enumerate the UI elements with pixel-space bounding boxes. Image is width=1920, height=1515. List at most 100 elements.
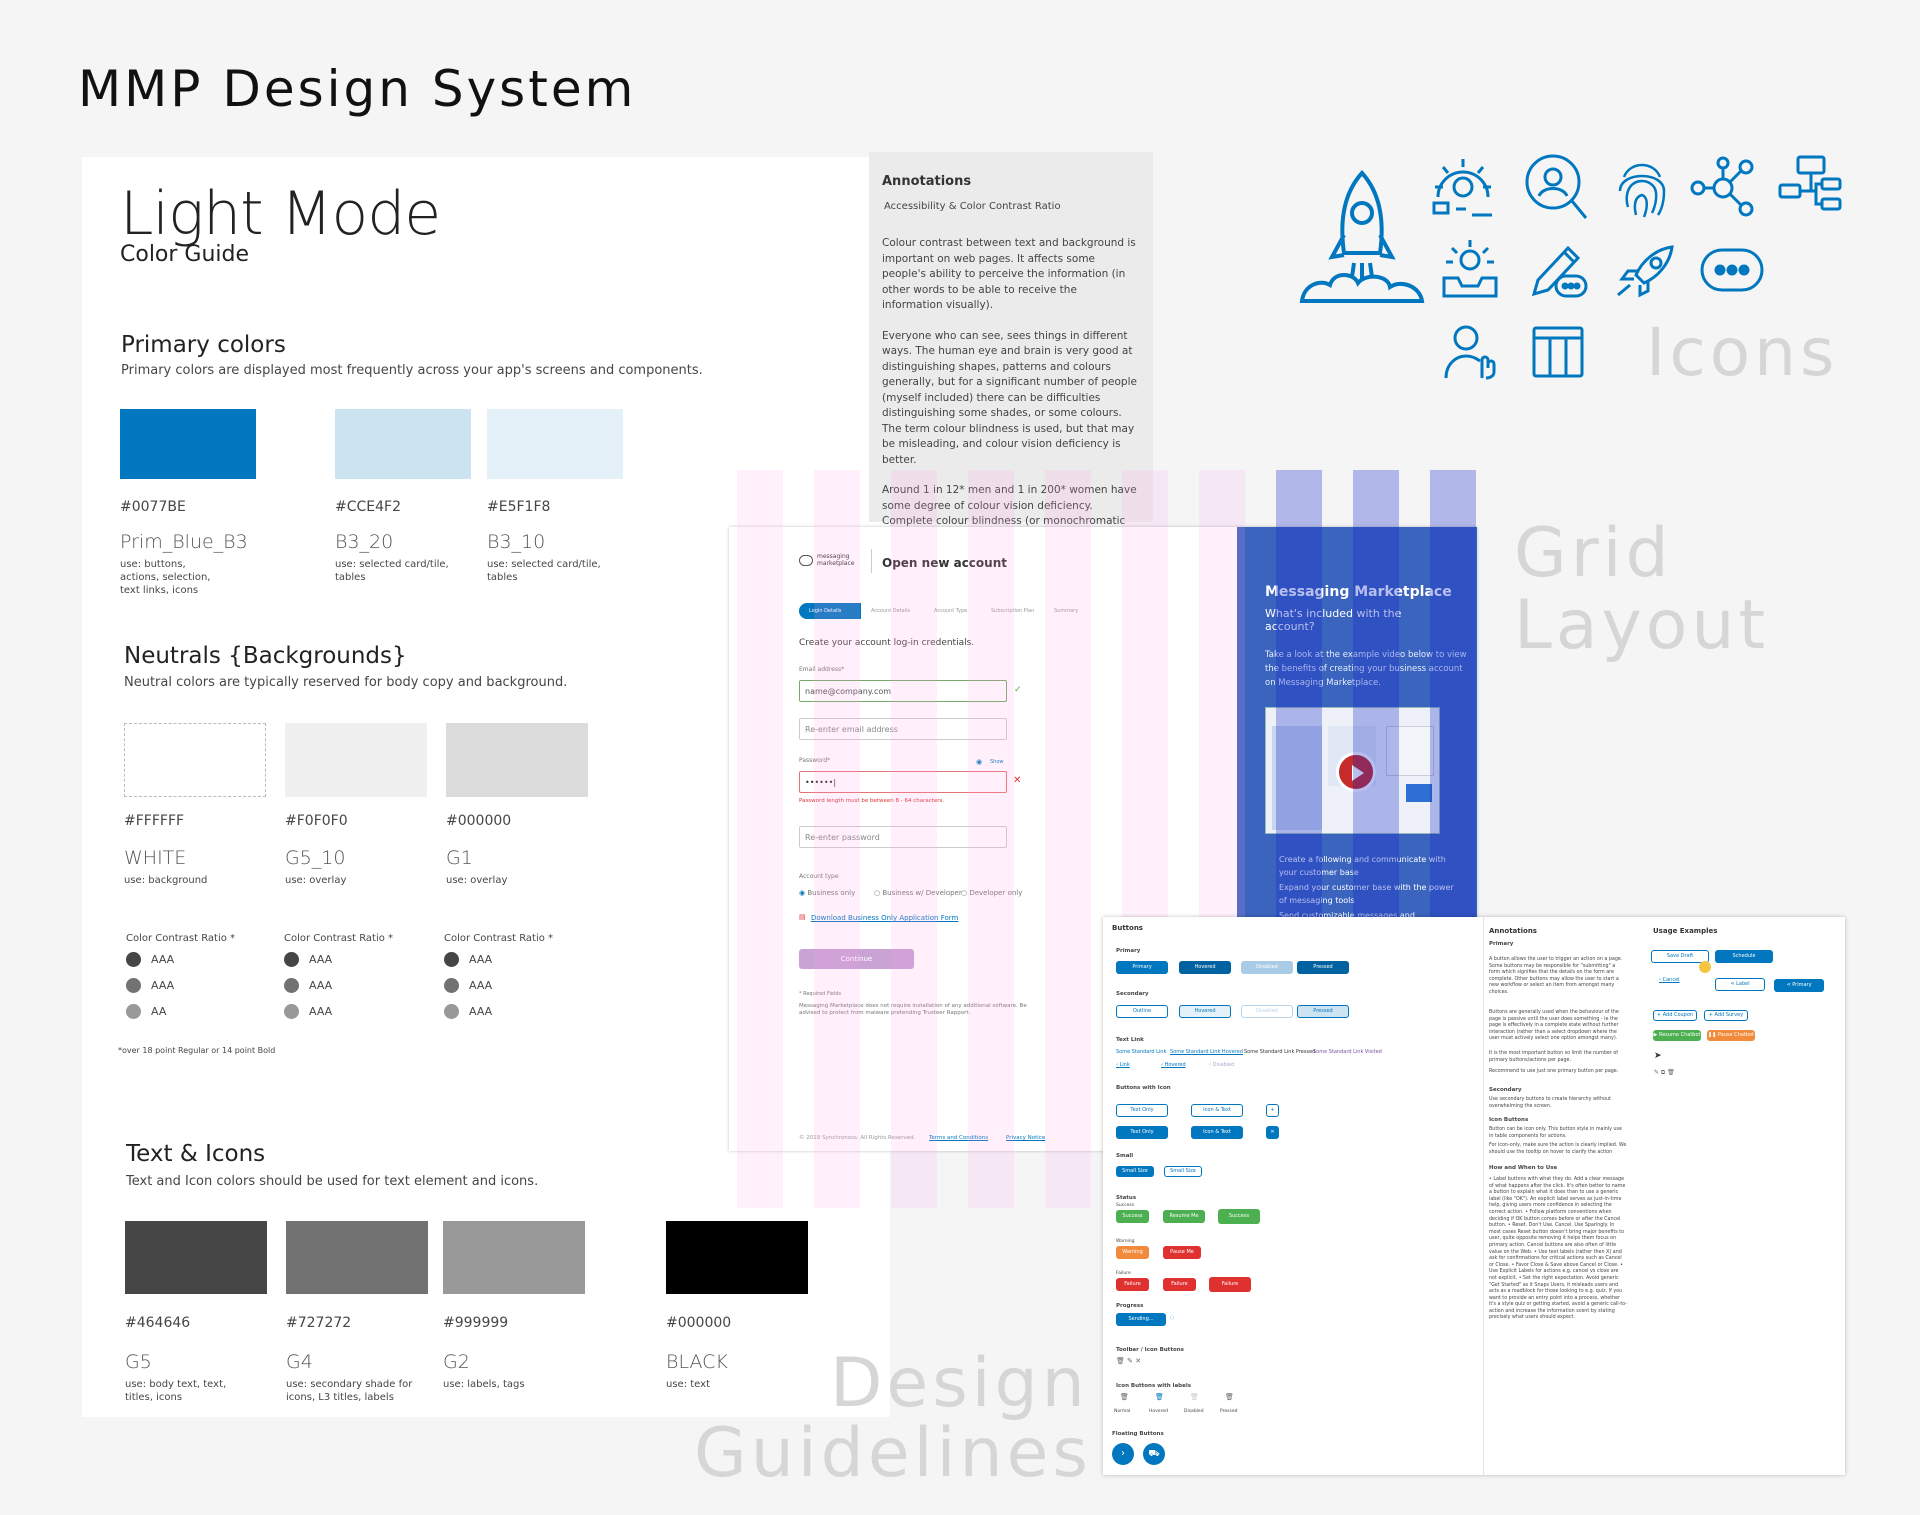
download-form-link[interactable]: Download Business Only Application Form [811,914,959,922]
step-active[interactable] [799,603,861,619]
disclaimer: Messaging Marketplace does not require i… [799,1003,1027,1016]
plus-icon[interactable]: + [1266,1104,1279,1117]
primary-hovered-button[interactable]: Hovered [1179,961,1231,974]
cancel-label: Cancel [1662,977,1680,983]
footer-copyright: © 2019 Synchronoss. All Rights Reserved. [799,1135,916,1141]
logo-top: messaging [817,553,850,560]
logo-bottom: marketplace [817,560,855,567]
radio-developer-only[interactable]: ○ Developer only [961,889,1022,897]
text-only-primary-button[interactable]: Text Only [1116,1126,1168,1139]
neutrals-desc: Neutral colors are typically reserved fo… [124,675,568,690]
resume-chatbot-button[interactable]: ▶ Resume Chatbot [1653,1030,1701,1041]
secondary-hovered-button[interactable]: Hovered [1179,1005,1231,1018]
failure-x-button[interactable]: Failure [1163,1278,1196,1291]
contrast-value: AA [151,1005,167,1018]
contrast-dot [444,952,459,967]
add-survey-button[interactable]: + Add Survey [1704,1010,1748,1021]
failure-button[interactable]: Failure [1116,1278,1149,1291]
eye-icon[interactable]: ◉ [976,758,983,766]
gear-tray-icon [1442,240,1498,298]
hex-label: #000000 [666,1315,732,1331]
back-link[interactable]: ‹ Link [1116,1062,1130,1068]
contrast-dot [126,952,141,967]
terms-link[interactable]: Terms and Conditions [929,1135,989,1141]
contrast-dot [284,952,299,967]
buttons-title: Buttons [1112,924,1143,932]
user-touch-icon [1444,325,1496,380]
primary-pressed-button[interactable]: Pressed [1297,961,1349,974]
icon-text-primary-button[interactable]: Icon & Text [1191,1126,1243,1139]
trash-icon[interactable]: 🗑 [1225,1393,1234,1401]
video-thumbnail[interactable] [1265,707,1440,834]
text-link-visited[interactable]: Some Standard Link Visited [1313,1049,1382,1055]
password-input[interactable]: ••••••| [799,771,1007,793]
logo-icon [799,555,813,566]
text-only-button[interactable]: Text Only [1116,1104,1168,1117]
success-check-button[interactable]: Success [1218,1209,1260,1224]
contrast-row: AAA [444,952,492,967]
fingerprint-icon [1618,163,1666,218]
pdf-icon: ▤ [799,913,806,921]
text-link-hovered[interactable]: Some Standard Link Hovered [1170,1049,1243,1055]
warning-button[interactable]: Warning [1116,1246,1149,1259]
usage-examples-title: Usage Examples [1653,927,1718,935]
email-label: Email address* [799,666,845,673]
resume-button[interactable]: Resume Me [1163,1210,1205,1223]
panel-divider [1483,917,1484,1475]
color-use: use: background [124,875,208,886]
show-password-link[interactable]: Show [990,759,1004,765]
text-link-pressed[interactable]: Some Standard Link Pressed [1244,1049,1316,1055]
text-icons-desc: Text and Icon colors should be used for … [126,1174,539,1189]
contrast-ratio-label: Color Contrast Ratio * [126,933,236,944]
page-title: MMP Design System [78,60,637,118]
send-icon[interactable]: ➤ [1654,1051,1662,1061]
add-coupon-button[interactable]: + Add Coupon [1653,1010,1697,1021]
grid-column [1430,470,1476,920]
reenter-email-input[interactable]: Re-enter email address [799,718,1007,740]
radio-business-only[interactable]: ◉ Business only [799,889,855,897]
schedule-button[interactable]: Schedule [1715,950,1773,963]
secondary-button[interactable]: Outline [1116,1005,1168,1018]
cancel-link[interactable]: ‹ Cancel [1659,977,1680,983]
primary-icon-button[interactable]: ⋖ Primary [1774,979,1824,992]
gear-settings-icon [1432,159,1492,217]
toolbar-icons[interactable]: 🗑 ✎ ✕ [1116,1357,1142,1365]
trash-icon[interactable]: 🗑 [1120,1393,1129,1401]
video-sidebar [1272,726,1322,830]
contrast-row: AAA [284,978,332,993]
guide-heading: Light Mode [120,179,441,249]
save-draft-button[interactable]: Save Draft [1651,950,1709,963]
grid-column [1122,470,1168,920]
back-link-hovered[interactable]: ‹ Hovered [1161,1062,1186,1068]
continue-button[interactable]: Continue [799,949,914,969]
close-icon[interactable]: ✕ [1266,1126,1279,1139]
label-button[interactable]: ⋖ Label [1715,978,1765,991]
small-size-button[interactable]: Small Size [1116,1166,1154,1177]
icon-text-button[interactable]: Icon & Text [1191,1104,1243,1117]
secondary-pressed-button[interactable]: Pressed [1297,1005,1349,1018]
pause-chatbot-button[interactable]: ❚❚ Pause Chatbot [1707,1030,1755,1041]
email-input[interactable]: name@company.com [799,680,1007,702]
small-size-secondary-button[interactable]: Small Size [1164,1166,1202,1177]
floating-cart-button[interactable]: ⛟ [1143,1443,1165,1465]
secondary-label: Secondary [1116,991,1149,997]
swatch-white [124,723,266,797]
color-name: G5_10 [285,847,346,869]
failure-large-button[interactable]: Failure [1209,1277,1251,1292]
floating-next-button[interactable]: › [1112,1443,1134,1465]
text-link[interactable]: Some Standard Link [1116,1049,1167,1055]
privacy-link[interactable]: Privacy Notice [1006,1135,1046,1141]
pause-button[interactable]: Pause Me [1163,1246,1201,1259]
radio-business-developer[interactable]: ○ Business w/ Developer [874,889,962,897]
status-label: Status [1116,1195,1137,1201]
buttons-with-icon-label: Buttons with Icon [1116,1085,1171,1091]
trash-icon[interactable]: 🗑 [1155,1393,1164,1401]
success-button[interactable]: Success [1116,1210,1149,1223]
contrast-ratio-label: Color Contrast Ratio * [284,933,394,944]
hex-label: #FFFFFF [124,813,185,829]
reenter-password-input[interactable]: Re-enter password [799,826,1007,848]
primary-button[interactable]: Primary [1116,961,1168,974]
swatch-g5-10 [285,723,427,797]
usage-icon-row[interactable]: ✎ ⧉ 🗑 [1654,1069,1675,1076]
